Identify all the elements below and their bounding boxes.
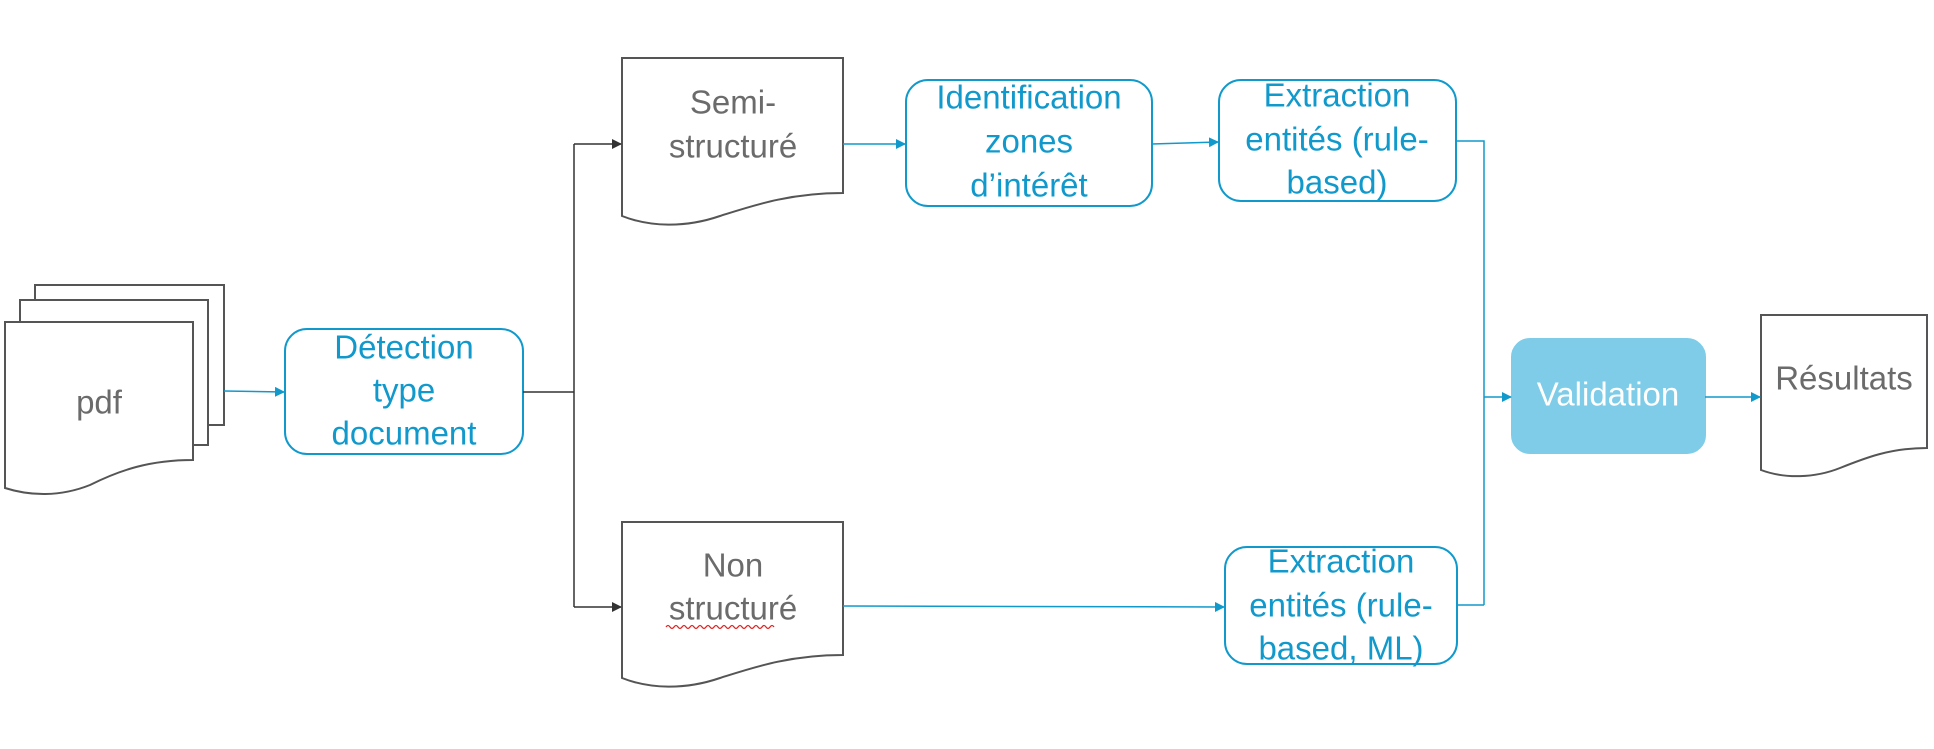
detection-line-2: type [373,372,435,409]
semi-structured-line-2: structuré [669,128,797,165]
extraction-ml-line-2: entités (rule- [1249,587,1432,624]
extraction-rule-line-1: Extraction [1264,77,1411,114]
pdf-document-stack: pdf [4,284,225,495]
extraction-rule-line-3: based) [1287,164,1388,201]
detection-line-1: Détection [334,329,473,366]
extraction-ml-line-3: based, ML) [1258,630,1423,667]
non-structured-line-2: structuré [669,590,797,627]
semi-structured-line-1: Semi- [690,84,776,121]
validation-node: Validation [1511,338,1706,454]
results-document: Résultats [1760,314,1928,478]
connector-identification-to-extraction [1151,137,1219,148]
non-structured-line-1: Non [703,547,764,584]
identification-line-2: zones [985,123,1073,160]
identification-line-1: Identification [936,79,1121,116]
connector-extraction-rule-merge [1456,140,1485,605]
extraction-ml-node: Extraction entités (rule- based, ML) [1224,543,1458,667]
detection-line-3: document [332,415,477,452]
identification-line-3: d’intérêt [970,167,1087,204]
identification-node: Identification zones d’intérêt [905,79,1153,207]
results-label: Résultats [1775,360,1913,397]
non-structured-document: Non structuré [621,521,844,688]
pdf-label: pdf [76,384,123,421]
validation-label: Validation [1537,376,1680,413]
semi-structured-document: Semi- structuré [621,57,844,226]
spellcheck-underline [665,624,775,630]
extraction-ml-line-1: Extraction [1268,543,1415,580]
connector-pdf-to-detection [223,386,285,397]
extraction-rule-node: Extraction entités (rule- based) [1218,77,1457,202]
detection-node: Détection type document [284,328,524,455]
pdf-page-front [4,321,194,495]
connector-non-to-extraction-ml [842,601,1225,612]
extraction-rule-line-2: entités (rule- [1245,121,1428,158]
